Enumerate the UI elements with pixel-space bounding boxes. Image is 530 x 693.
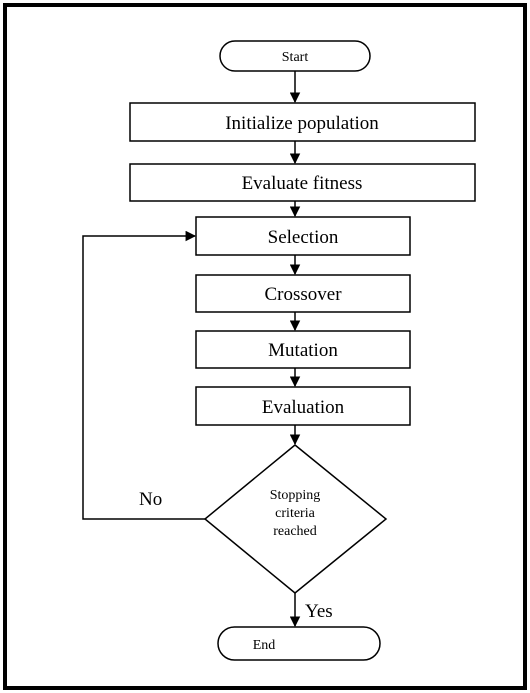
evaluation-label: Evaluation <box>262 397 345 418</box>
init-population-label: Initialize population <box>225 113 379 134</box>
end-label: End <box>253 638 276 653</box>
end-terminal <box>217 626 381 661</box>
evaluate-fitness-label: Evaluate fitness <box>242 173 363 194</box>
decision-line-3: reached <box>273 524 317 539</box>
selection-label: Selection <box>268 227 339 248</box>
no-label: No <box>139 489 162 510</box>
decision-line-1: Stopping <box>270 488 321 503</box>
selection-box <box>195 216 411 256</box>
start-label: Start <box>282 50 309 65</box>
evaluate-fitness-box <box>129 163 476 202</box>
mutation-box <box>195 330 411 369</box>
yes-label: Yes <box>305 601 333 622</box>
no-loop-connector <box>82 230 205 520</box>
mutation-label: Mutation <box>268 340 338 361</box>
crossover-label: Crossover <box>264 284 342 305</box>
evaluation-box <box>195 386 411 426</box>
crossover-box <box>195 274 411 313</box>
decision-line-2: criteria <box>275 506 315 521</box>
init-population-box <box>129 102 476 142</box>
